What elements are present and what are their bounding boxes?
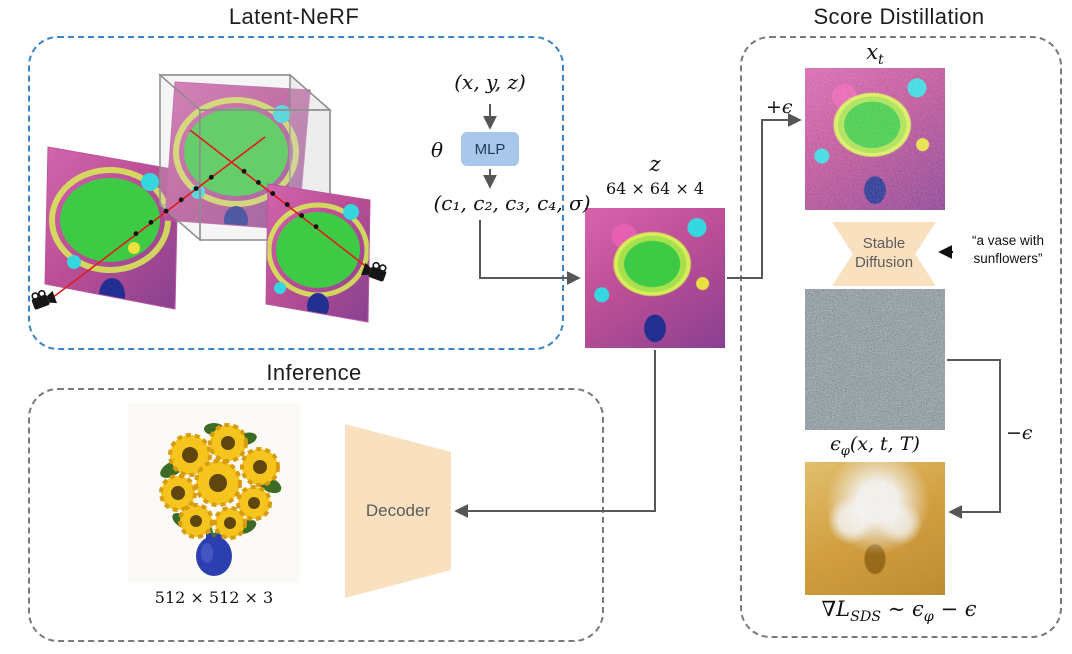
latent-nerf-box: [28, 36, 564, 350]
decoded-dims-label: 512 × 512 × 3: [154, 588, 274, 607]
minus-epsilon-label: −ϵ: [1006, 422, 1033, 444]
ray-right: [189, 129, 369, 269]
vase: [196, 533, 232, 576]
stable-diffusion-label: Stable Diffusion: [854, 235, 914, 271]
xt-label: xt: [866, 40, 884, 69]
nerf-outputs-label: (c₁, c₂, c₃, c₄, σ): [433, 191, 591, 215]
ray-left: [51, 136, 266, 299]
noise-overlay: [805, 68, 945, 210]
xyz-coords-label: (x, y, z): [454, 70, 526, 94]
mlp-box: MLP: [461, 132, 519, 166]
prompt-line-1: “a vase with: [971, 233, 1045, 248]
sample-points: [133, 168, 319, 237]
arrow-latent-to-decoder: [454, 350, 656, 518]
triplane-right: [266, 184, 370, 322]
inference-box: [28, 388, 604, 642]
latent-nerf-title: Latent-NeRF: [228, 4, 360, 29]
epsilon-phi-label: ϵφ(x, t, T): [830, 433, 920, 459]
decoder-block: Decoder: [345, 424, 451, 598]
prompt-text: “a vase with sunflowers”: [956, 232, 1060, 268]
plus-epsilon-label: +ϵ: [766, 96, 793, 118]
gray-noise-overlay: [805, 289, 945, 430]
sepia-noise-overlay: [805, 462, 945, 595]
arrow-noise-to-residual: [947, 359, 1001, 519]
latent-dims-label: 64 × 64 × 4: [605, 179, 705, 198]
arrow-nerf-to-latent: [479, 220, 581, 285]
camera-icon-right: [361, 261, 387, 282]
z-label: z: [649, 152, 661, 176]
sds-residual-image: [805, 462, 945, 595]
sds-gradient-label: ∇LSDS ∼ ϵφ − ϵ: [821, 597, 977, 626]
theta-label: θ: [431, 138, 444, 162]
latent-image: [585, 208, 725, 348]
predicted-noise-image: [805, 289, 945, 430]
score-distillation-title: Score Distillation: [813, 4, 985, 29]
camera-icon-left: [31, 289, 57, 310]
arrow-latent-to-xt: [727, 113, 802, 279]
inference-title: Inference: [266, 360, 362, 385]
score-distillation-box: [740, 36, 1062, 638]
triplane-nerf-illustration: [31, 73, 387, 323]
sunflower-centers: [171, 436, 267, 529]
prompt-line-2: sunflowers”: [973, 251, 1043, 267]
decoded-rgb-image: [128, 403, 300, 583]
noisy-latent-image: [805, 68, 945, 210]
